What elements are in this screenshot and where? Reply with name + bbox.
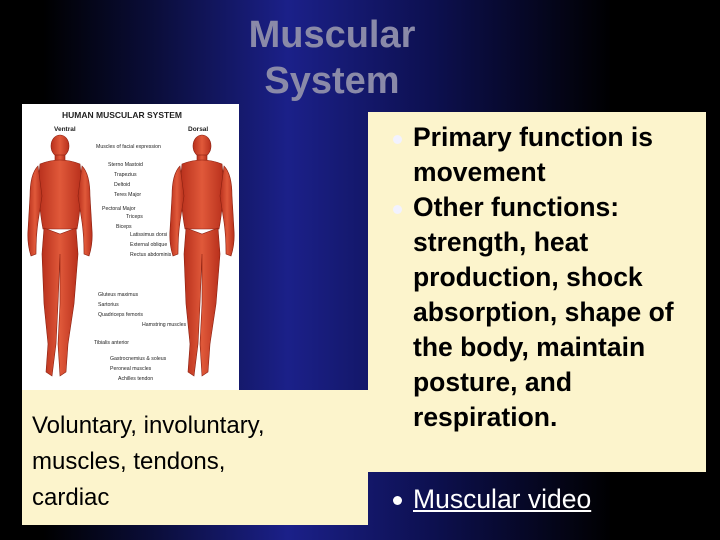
bullet-item: Other functions: strength, heat producti…: [368, 190, 708, 435]
muscle-label: External oblique: [130, 242, 167, 248]
muscle-label: Peroneal muscles: [110, 366, 152, 372]
muscle-label: Biceps: [116, 224, 132, 230]
muscle-label: Trapezius: [114, 172, 137, 178]
muscle-label: Gastrocnemius & soleus: [110, 356, 167, 362]
slide-title: Muscular System: [216, 12, 448, 104]
muscle-label: Teres Major: [114, 192, 141, 198]
bullet-dot-icon: [393, 205, 402, 214]
muscle-label: Hamstring muscles: [142, 322, 187, 328]
muscle-label: Pectoral Major: [102, 206, 136, 212]
caption-text: Voluntary, involuntary, muscles, tendons…: [32, 412, 265, 511]
bullet-list: Primary function is movement Other funct…: [368, 120, 708, 435]
muscular-video-link[interactable]: Muscular video: [413, 484, 592, 514]
muscle-label: Sartorius: [98, 302, 119, 308]
front-figure: [27, 134, 93, 377]
muscle-label: Triceps: [126, 214, 143, 220]
bullet-item: Primary function is movement: [368, 120, 708, 190]
bullet-panel: [368, 112, 706, 472]
illustration-heading: HUMAN MUSCULAR SYSTEM: [62, 110, 182, 120]
muscle-label: Deltoid: [114, 182, 130, 188]
muscle-label: Achilles tendon: [118, 376, 153, 382]
muscle-label: Tibialis anterior: [94, 340, 129, 346]
muscle-label: Sterno Mastoid: [108, 162, 143, 168]
muscle-label: Latissimus dorsi: [130, 232, 167, 238]
muscle-label: Quadriceps femoris: [98, 312, 143, 318]
bullet-text: Other functions: strength, heat producti…: [413, 192, 674, 432]
muscle-label: Rectus abdominis: [130, 252, 172, 258]
bullet-text: Primary function is movement: [413, 122, 654, 187]
bullet-dot-icon: [393, 496, 402, 505]
back-figure: [169, 134, 235, 377]
label-ventral: Ventral: [54, 126, 76, 133]
caption-box: Voluntary, involuntary, muscles, tendons…: [22, 390, 368, 525]
title-line-1: Muscular: [248, 14, 416, 56]
bullet-dot-icon: [393, 135, 402, 144]
muscle-label: Muscles of facial expression: [96, 144, 161, 150]
muscle-label: Gluteus maximus: [98, 292, 138, 298]
label-dorsal: Dorsal: [188, 126, 208, 133]
video-bullet: Muscular video: [368, 480, 591, 518]
title-line-2: System: [264, 60, 400, 102]
muscular-system-illustration: HUMAN MUSCULAR SYSTEM Ventral Dorsal Mus…: [22, 104, 239, 390]
